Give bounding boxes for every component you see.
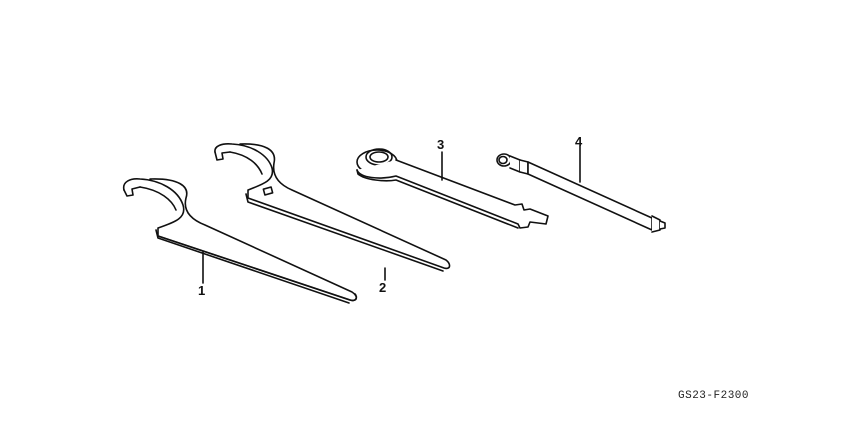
callout-4: 4 — [575, 134, 583, 149]
callout-2: 2 — [379, 280, 387, 295]
figure-code: GS23-F2300 — [678, 390, 750, 402]
part-2-hook-wrench[interactable] — [214, 143, 451, 272]
callout-1: 1 — [198, 283, 206, 298]
part-4-socket-bar[interactable] — [496, 153, 666, 233]
part-3-ring-wrench[interactable] — [356, 148, 549, 229]
part-1-hook-wrench[interactable] — [122, 178, 358, 304]
callout-3: 3 — [437, 137, 445, 152]
